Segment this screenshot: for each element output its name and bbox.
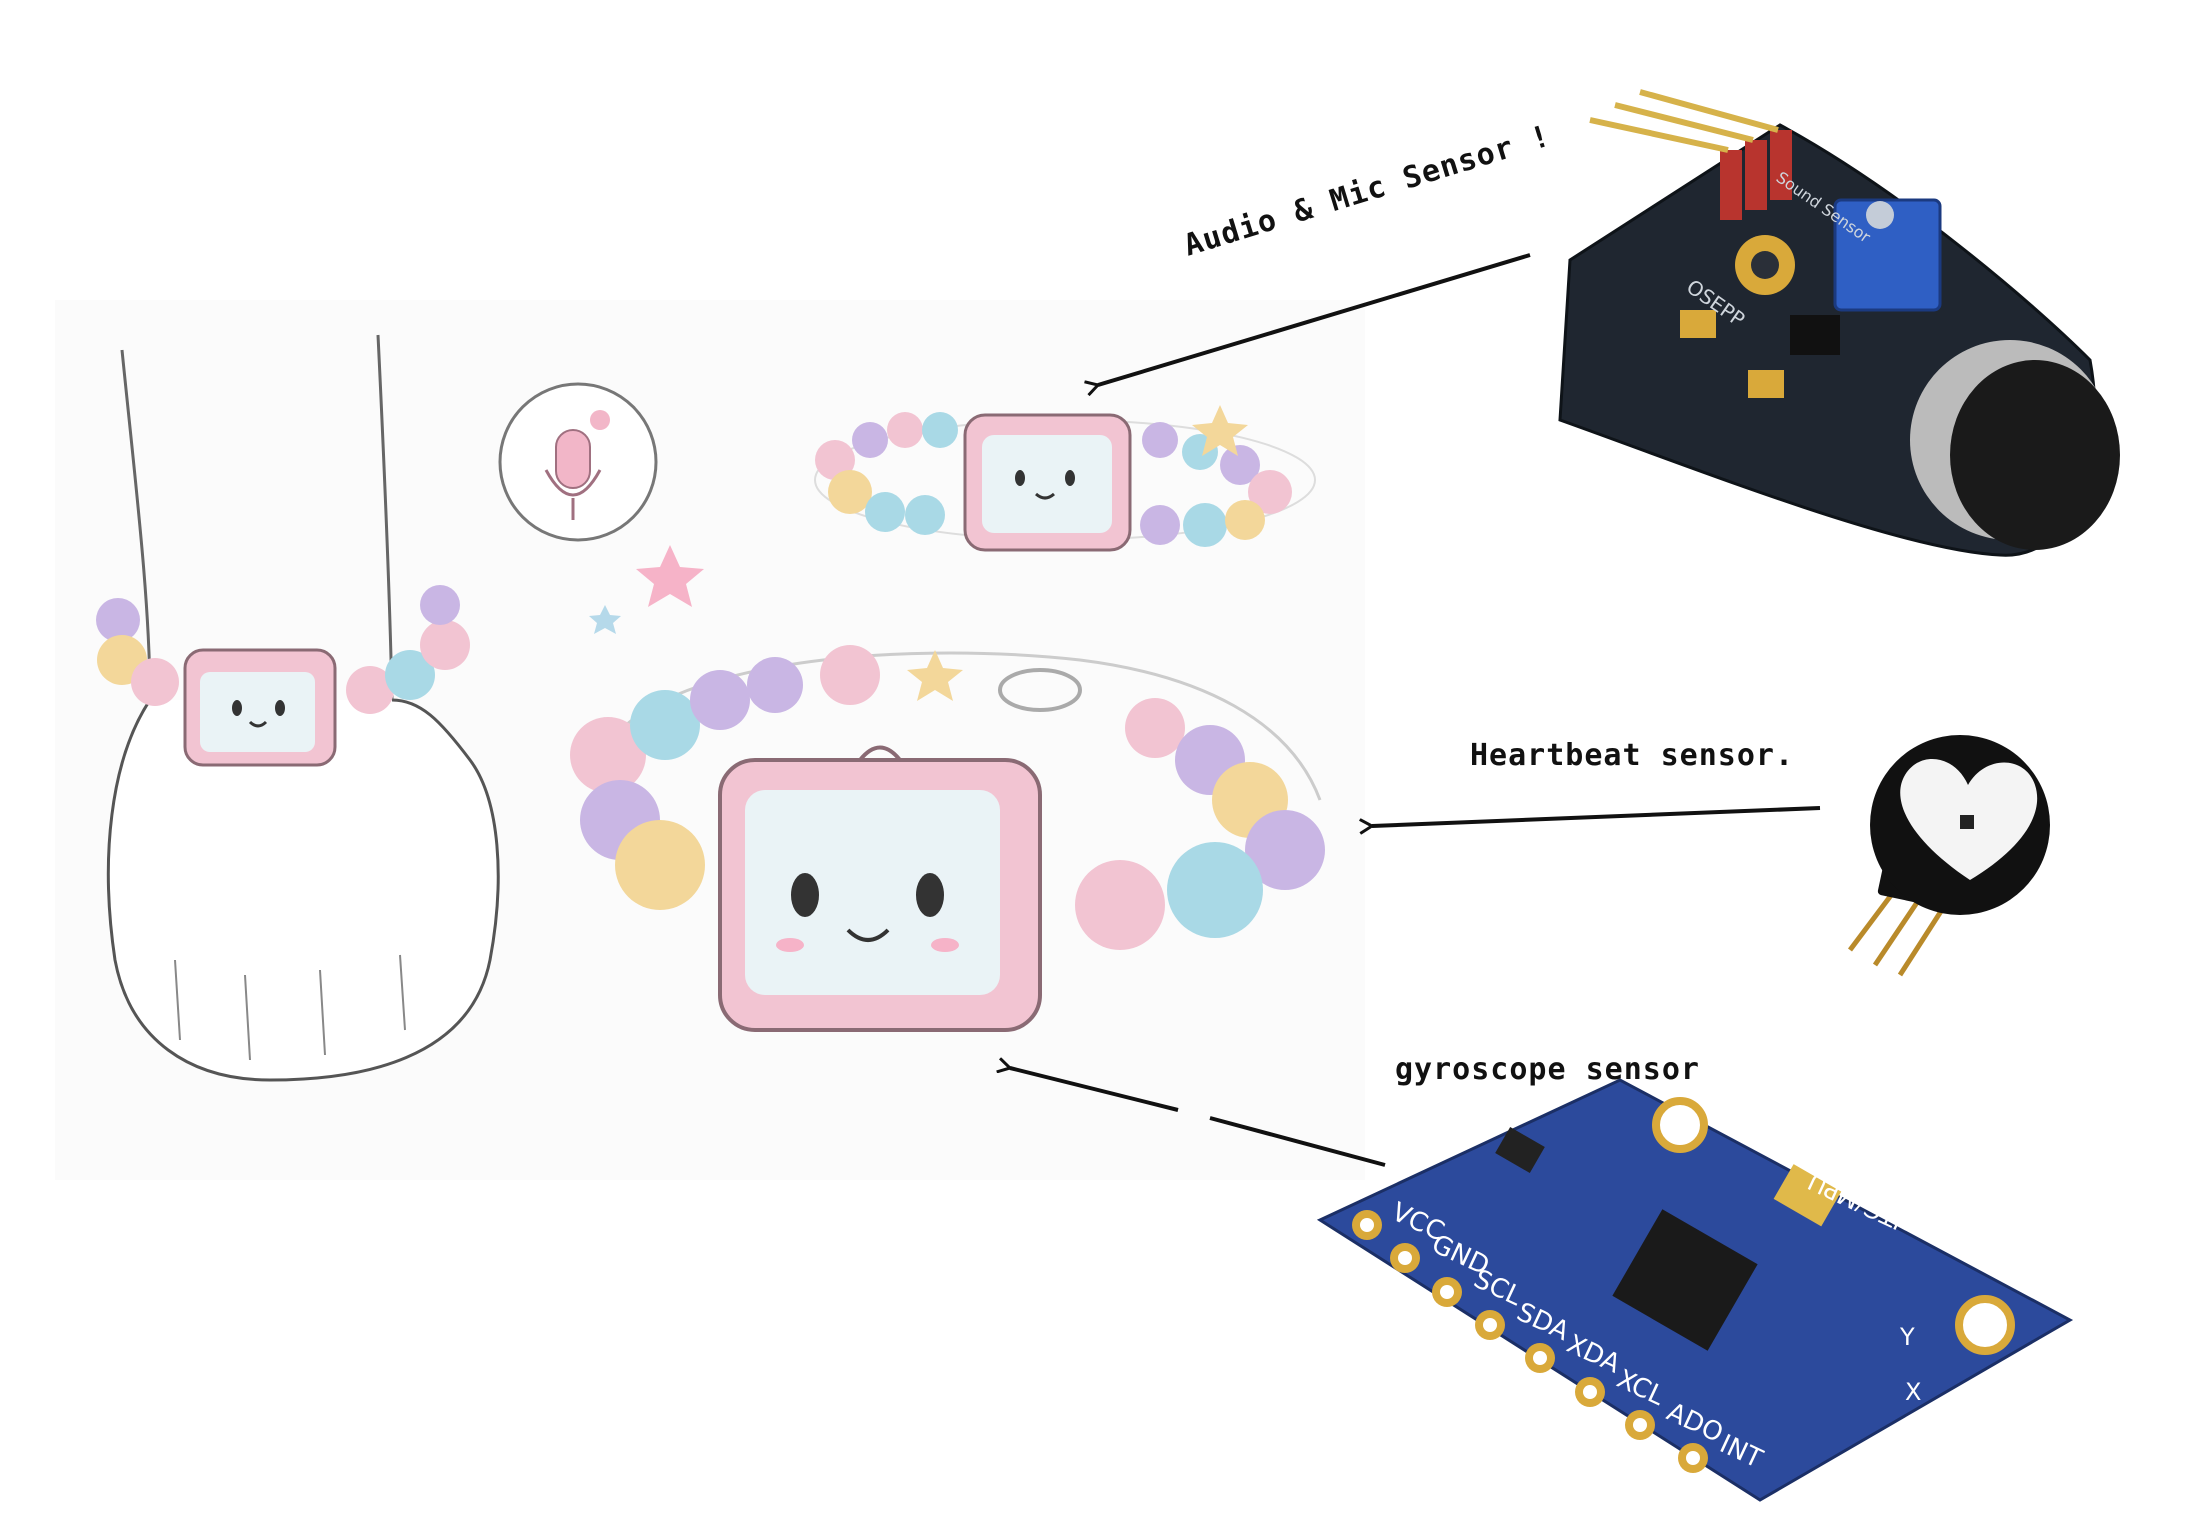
- arrow-gyro-head: [1010, 1068, 1179, 1112]
- mpu-chip: [1612, 1209, 1758, 1351]
- axis-x-label: X: [1905, 1378, 1921, 1406]
- arrow-audio: [1098, 253, 1531, 385]
- star-icon: [636, 545, 704, 607]
- star-icon-small: [589, 605, 621, 634]
- top-watch-screen: [982, 435, 1112, 533]
- mic-bubble: [498, 382, 704, 634]
- arrow-gyro-tail: [1209, 1116, 1386, 1167]
- gyroscope-sensor-board: VCC GND SCL SDA XDA XCL ADO INT ITG/MPU …: [1316, 1078, 2074, 1502]
- label-gyroscope-sensor: gyroscope sensor: [1395, 1052, 1700, 1087]
- heartbeat-sensor: [1848, 735, 2050, 977]
- bracelet-large: [570, 645, 1325, 1032]
- label-heartbeat-sensor: Heartbeat sensor.: [1470, 738, 1795, 773]
- small-watch-screen: [200, 672, 315, 752]
- axis-y-label: Y: [1899, 1323, 1915, 1351]
- large-watch-screen: [745, 790, 1000, 995]
- arrow-heartbeat: [1372, 806, 1821, 826]
- potentiometer: [1833, 198, 1942, 312]
- hand-sketch: [96, 334, 500, 1082]
- sound-sensor-board: OSEPP Sound Sensor: [1558, 89, 2120, 557]
- microphone-icon: [555, 429, 591, 489]
- bracelet-top: [814, 405, 1316, 552]
